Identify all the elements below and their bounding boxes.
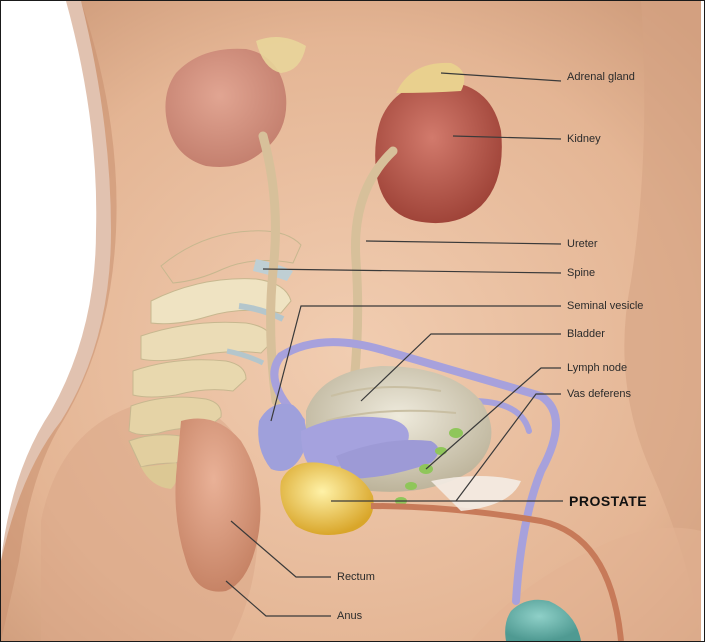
label-seminal-vesicle: Seminal vesicle xyxy=(567,300,643,313)
label-rectum: Rectum xyxy=(337,571,375,584)
label-ureter: Ureter xyxy=(567,238,598,251)
label-prostate: PROSTATE xyxy=(569,493,647,509)
label-anus: Anus xyxy=(337,610,362,623)
label-adrenal-gland: Adrenal gland xyxy=(567,71,637,84)
label-lymph-node: Lymph node xyxy=(567,362,627,375)
label-vas-deferens: Vas deferens xyxy=(567,388,631,401)
label-bladder: Bladder xyxy=(567,328,605,341)
label-kidney: Kidney xyxy=(567,133,601,146)
label-spine: Spine xyxy=(567,267,595,280)
